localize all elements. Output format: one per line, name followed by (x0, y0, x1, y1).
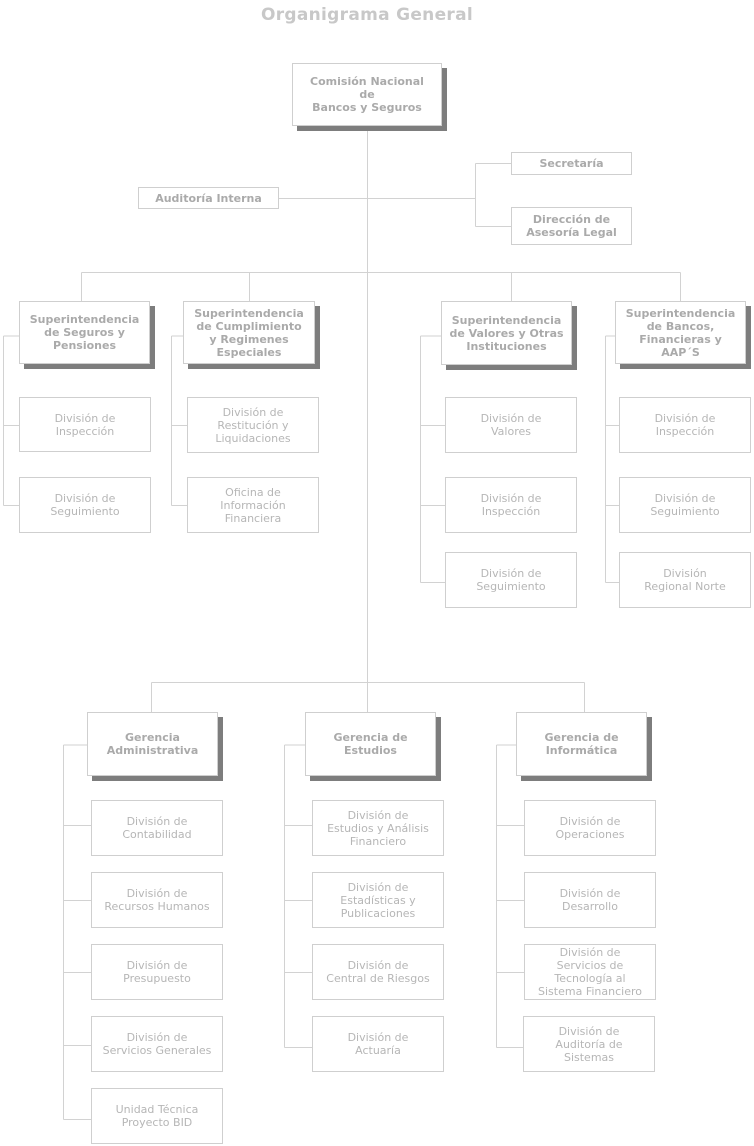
node-division: División Regional Norte (619, 552, 751, 608)
node-gerencia-estudios: Gerencia de Estudios (305, 712, 436, 776)
node-division: División de Seguimiento (19, 477, 151, 533)
node-label: División de Seguimiento (476, 567, 546, 593)
node-label: Gerencia de Estudios (333, 731, 408, 757)
node-division: División de Estudios y Análisis Financie… (312, 800, 444, 856)
node-division: División de Recursos Humanos (91, 872, 223, 928)
node-secretaria: Secretaría (511, 152, 632, 175)
node-oficina: Oficina de Información Financiera (187, 477, 319, 533)
node-division: División de Valores (445, 397, 577, 453)
node-label: Superintendencia de Cumplimiento y Regim… (194, 306, 304, 359)
node-division: División de Presupuesto (91, 944, 223, 1000)
node-division: División de Restitución y Liquidaciones (187, 397, 319, 453)
node-superintendencia-valores: Superintendencia de Valores y Otras Inst… (441, 301, 572, 365)
node-auditoria-interna: Auditoría Interna (138, 187, 279, 209)
node-label: Auditoría Interna (155, 191, 262, 205)
node-label: Gerencia Administrativa (106, 731, 199, 757)
node-label: División de Servicios Generales (102, 1031, 212, 1057)
node-division: División de Inspección (619, 397, 751, 453)
node-label: División de Estadísticas y Publicaciones (340, 880, 416, 920)
node-label: División de Estudios y Análisis Financie… (327, 808, 429, 848)
node-label: División de Presupuesto (123, 959, 191, 985)
node-division: División de Contabilidad (91, 800, 223, 856)
node-superintendencia-bancos: Superintendencia de Bancos, Financieras … (615, 301, 746, 364)
node-label: División de Seguimiento (50, 492, 120, 518)
node-label: Oficina de Información Financiera (220, 485, 286, 525)
node-division: División de Servicios Generales (91, 1016, 223, 1072)
node-label: División de Operaciones (555, 815, 625, 841)
node-division: División de Inspección (445, 477, 577, 533)
node-label: División de Auditoría de Sistemas (555, 1024, 623, 1064)
node-label: Dirección de Asesoría Legal (526, 213, 617, 239)
node-label: División Regional Norte (644, 567, 726, 593)
node-division: División de Inspección (19, 397, 151, 452)
node-division: División de Desarrollo (524, 872, 656, 928)
node-division: División de Estadísticas y Publicaciones (312, 872, 444, 928)
node-division: División de Seguimiento (445, 552, 577, 608)
node-superintendencia-seguros: Superintendencia de Seguros y Pensiones (19, 301, 150, 364)
node-label: División de Inspección (54, 411, 116, 438)
node-division: División de Seguimiento (619, 477, 751, 533)
node-label: División de Inspección (480, 492, 542, 518)
node-label: División de Contabilidad (122, 815, 192, 841)
node-label: División de Servicios de Tecnología al S… (538, 946, 642, 998)
node-label: Superintendencia de Valores y Otras Inst… (449, 313, 564, 353)
node-label: División de Restitución y Liquidaciones (215, 405, 291, 445)
node-label: Unidad Técnica Proyecto BID (115, 1103, 199, 1129)
node-division: División de Auditoría de Sistemas (523, 1016, 655, 1072)
node-superintendencia-cumplimiento: Superintendencia de Cumplimiento y Regim… (183, 301, 315, 364)
node-label: División de Desarrollo (559, 887, 621, 913)
node-label: División de Actuaría (347, 1031, 409, 1057)
node-gerencia-informatica: Gerencia de Informática (516, 712, 647, 776)
node-label: Superintendencia de Bancos, Financieras … (625, 306, 736, 359)
node-division: División de Operaciones (524, 800, 656, 856)
node-division: División de Central de Riesgos (312, 944, 444, 1000)
node-label: División de Seguimiento (650, 492, 720, 518)
node-label: Comisión Nacional de Bancos y Seguros (310, 75, 424, 114)
chart-title: Organigrama General (260, 5, 474, 25)
node-label: Superintendencia de Seguros y Pensiones (29, 313, 140, 352)
node-division: División de Servicios de Tecnología al S… (524, 944, 656, 1000)
node-label: Secretaría (539, 157, 604, 170)
node-division: División de Actuaría (312, 1016, 444, 1072)
node-asesoria-legal: Dirección de Asesoría Legal (511, 207, 632, 245)
node-label: División de Recursos Humanos (104, 887, 210, 913)
node-label: División de Central de Riesgos (326, 959, 430, 985)
node-label: Gerencia de Informática (544, 731, 619, 757)
node-comision-nacional: Comisión Nacional de Bancos y Seguros (292, 63, 442, 126)
node-gerencia-administrativa: Gerencia Administrativa (87, 712, 218, 776)
node-unidad-tecnica: Unidad Técnica Proyecto BID (91, 1088, 223, 1144)
node-label: División de Valores (480, 412, 542, 438)
node-label: División de Inspección (654, 412, 716, 438)
